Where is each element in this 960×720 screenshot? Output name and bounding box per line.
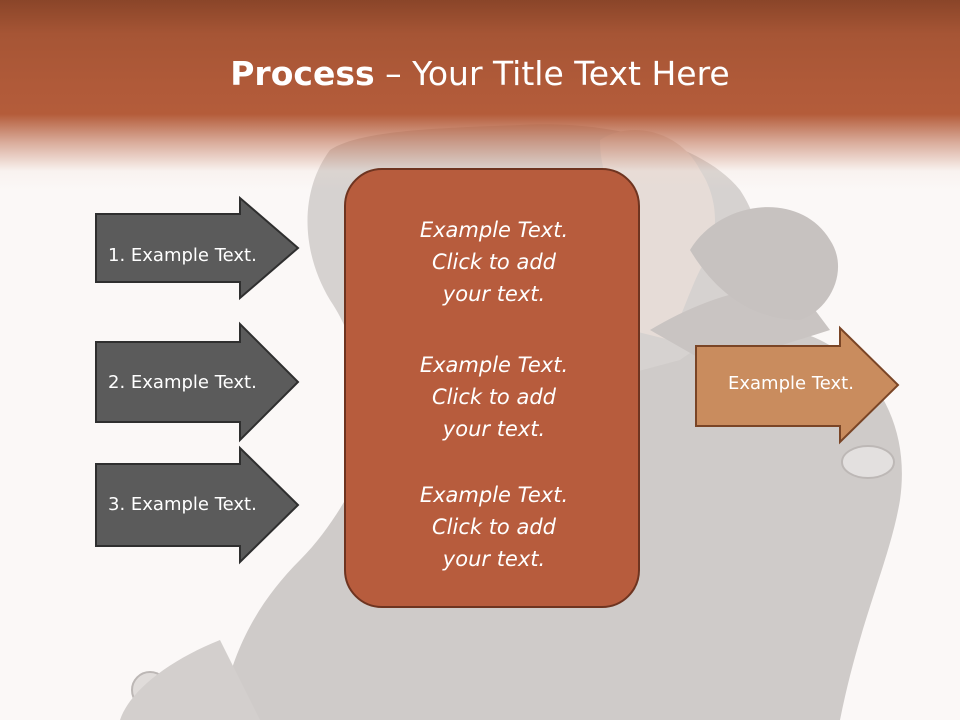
arrow-label: 3. Example Text. [108,494,257,515]
arrow-label: Example Text. [728,373,854,394]
arrow-label: 2. Example Text. [108,372,257,393]
header-band [0,0,960,190]
center-text-block-2: Example Text. Click to add your text. [346,349,642,445]
block-line-2: Click to add [431,385,556,409]
center-text-block-3: Example Text. Click to add your text. [346,479,642,575]
result-arrow[interactable]: Example Text. [695,325,900,445]
center-text-block-1: Example Text. Click to add your text. [346,214,642,310]
block-line-2: Click to add [431,515,556,539]
arrow-shape [95,321,300,443]
arrow-shape [95,195,300,301]
block-line-1: Example Text. [419,218,569,242]
block-line-1: Example Text. [419,483,569,507]
block-line-3: your text. [442,282,546,306]
title-bold: Process [230,54,375,93]
block-line-3: your text. [442,417,546,441]
center-text-box[interactable]: Example Text. Click to add your text. Ex… [344,168,640,608]
title-rest: – Your Title Text Here [374,54,730,93]
block-line-1: Example Text. [419,353,569,377]
block-line-3: your text. [442,547,546,571]
process-arrow-2[interactable]: 2. Example Text. [95,321,300,443]
block-line-2: Click to add [431,250,556,274]
slide-title[interactable]: Process – Your Title Text Here [0,52,960,96]
arrow-shape [695,325,900,445]
arrow-label: 1. Example Text. [108,245,257,266]
process-arrow-3[interactable]: 3. Example Text. [95,445,300,565]
arrow-shape [95,445,300,565]
process-arrow-1[interactable]: 1. Example Text. [95,195,300,301]
